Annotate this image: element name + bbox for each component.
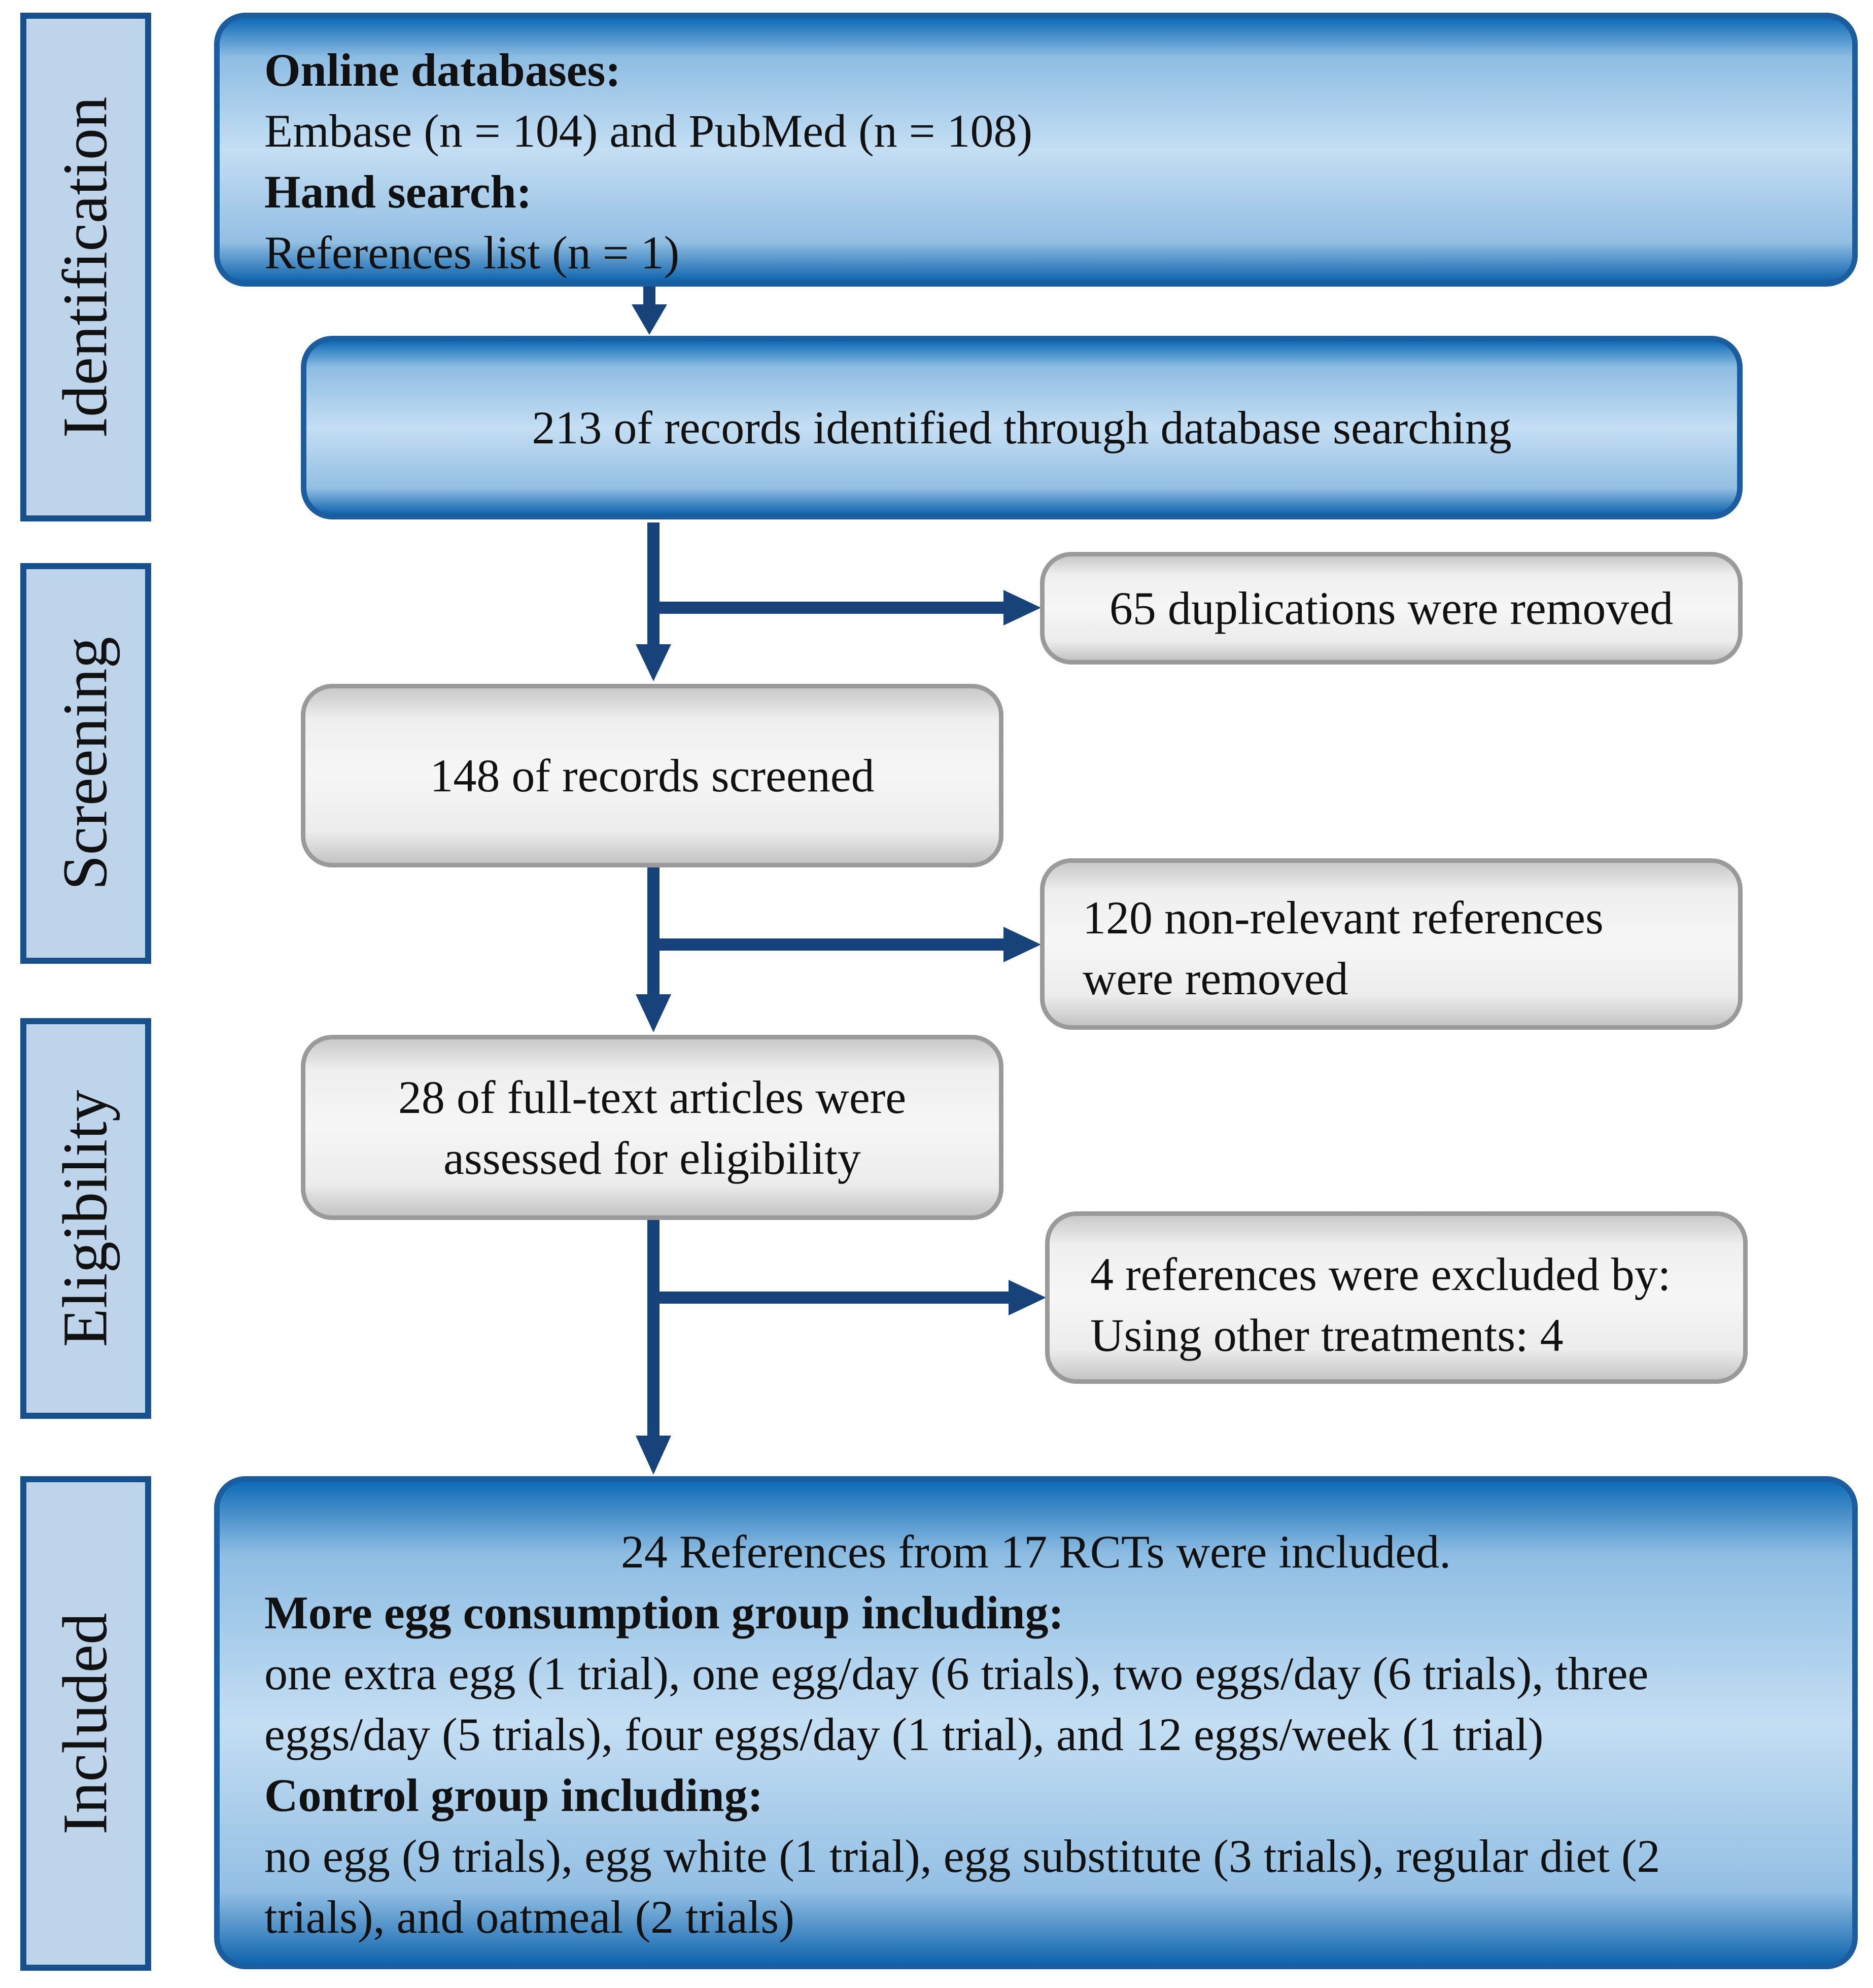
included-box: 24 References from 17 RCTs were included… xyxy=(214,1476,1858,1969)
screened-text: 148 of records screened xyxy=(430,750,875,801)
control-line1: no egg (9 trials), egg white (1 trial), … xyxy=(264,1830,1660,1882)
stage-eligibility: Eligibility xyxy=(20,1018,151,1419)
stage-screening: Screening xyxy=(20,563,151,964)
arrowhead-identified xyxy=(632,304,667,335)
excluded-line1: 4 references were excluded by: xyxy=(1090,1248,1671,1300)
included-summary: 24 References from 17 RCTs were included… xyxy=(620,1526,1451,1578)
more-egg-line1: one extra egg (1 trial), one egg/day (6 … xyxy=(264,1648,1649,1699)
arrowhead-duplicates xyxy=(1003,590,1041,625)
hand-search-text: References list (n = 1) xyxy=(264,227,680,278)
identified-text: 213 of records identified through databa… xyxy=(532,402,1512,454)
non-relevant-line2: were removed xyxy=(1083,953,1348,1004)
control-heading: Control group including: xyxy=(264,1769,764,1821)
duplicates-box: 65 duplications were removed xyxy=(1040,552,1743,665)
control-line2: trials), and oatmeal (2 trials) xyxy=(264,1891,794,1943)
online-databases-heading: Online databases: xyxy=(264,44,621,96)
arrowhead-screened xyxy=(636,644,671,681)
online-databases-text: Embase (n = 104) and PubMed (n = 108) xyxy=(264,105,1033,157)
arrowhead-included xyxy=(636,1436,671,1475)
sources-box: Online databases: Embase (n = 104) and P… xyxy=(214,13,1858,287)
non-relevant-line1: 120 non-relevant references xyxy=(1083,892,1604,944)
excluded-line2: Using other treatments: 4 xyxy=(1090,1309,1564,1361)
arrowhead-fulltext xyxy=(636,994,671,1032)
excluded-box: 4 references were excluded by: Using oth… xyxy=(1045,1211,1748,1384)
arrowhead-non-relevant xyxy=(1003,927,1041,962)
screened-box: 148 of records screened xyxy=(301,684,1003,867)
more-egg-heading: More egg consumption group including: xyxy=(264,1587,1064,1638)
fulltext-box: 28 of full-text articles were assessed f… xyxy=(301,1035,1003,1220)
non-relevant-box: 120 non-relevant references were removed xyxy=(1040,858,1743,1030)
stage-included: Included xyxy=(20,1476,151,1971)
arrowhead-excluded xyxy=(1009,1280,1046,1315)
duplicates-text: 65 duplications were removed xyxy=(1109,582,1674,634)
fulltext-line1: 28 of full-text articles were xyxy=(398,1071,907,1123)
hand-search-heading: Hand search: xyxy=(264,166,532,218)
stage-identification: Identification xyxy=(20,13,151,521)
more-egg-line2: eggs/day (5 trials), four eggs/day (1 tr… xyxy=(264,1708,1544,1760)
identified-box: 213 of records identified through databa… xyxy=(301,336,1743,519)
fulltext-line2: assessed for eligibility xyxy=(443,1132,861,1184)
